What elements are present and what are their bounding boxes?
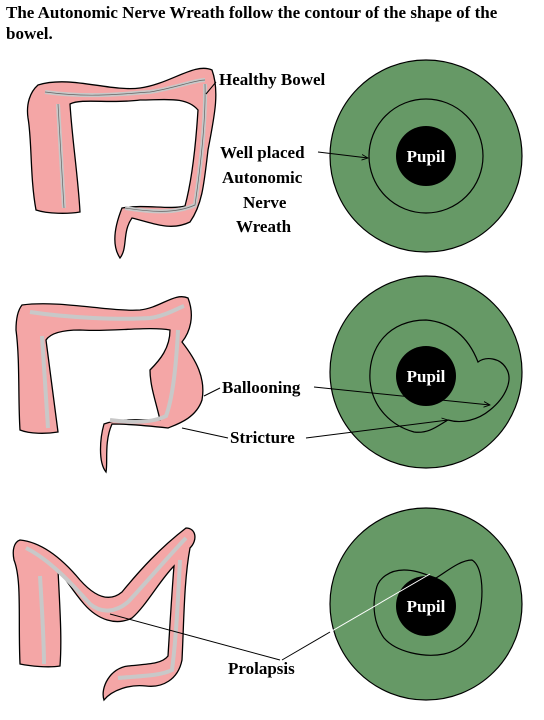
ballooning-arrow <box>313 386 490 405</box>
ballooning-pointer <box>203 387 221 397</box>
label-prolapsis: Prolapsis <box>228 659 295 678</box>
ballooning-bowel-lumen <box>29 304 185 429</box>
pupil-3 <box>396 576 456 636</box>
pupil-2 <box>396 346 456 406</box>
label-well-placed-line4: Wreath <box>236 217 292 236</box>
label-well-placed-line2: Autonomic <box>222 168 303 187</box>
nerve-wreath-3 <box>373 559 483 656</box>
prolapsis-bowel-lumen <box>25 536 188 680</box>
pupil-1 <box>396 126 456 186</box>
diagram-title: The Autonomic Nerve Wreath follow the co… <box>6 3 498 43</box>
prolapsis-bowel-body <box>12 527 196 702</box>
prolapsis-bowel-figure <box>12 527 196 702</box>
healthy-bowel-pointer <box>205 81 217 95</box>
prolapsis-arrow-outline <box>281 631 331 661</box>
ballooning-bowel-figure <box>15 296 204 474</box>
prolapsis-pointer-bowel <box>109 613 281 661</box>
stricture-arrow <box>305 420 448 439</box>
pupil-label-1: Pupil <box>407 147 446 166</box>
healthy-bowel-body <box>26 67 217 260</box>
pupil-label-2: Pupil <box>407 367 446 386</box>
healthy-bowel-figure <box>26 67 217 260</box>
eye-1: Pupil <box>329 59 523 253</box>
label-healthy-bowel: Healthy Bowel <box>219 70 326 89</box>
eye-3: Pupil <box>329 507 523 701</box>
label-well-placed-line3: Nerve <box>243 193 287 212</box>
well-placed-arrow <box>317 151 368 158</box>
stricture-pointer <box>181 427 229 439</box>
label-ballooning: Ballooning <box>222 378 301 397</box>
eye-2: Pupil <box>329 275 523 469</box>
pupil-label-3: Pupil <box>407 597 446 616</box>
nerve-wreath-2 <box>369 319 510 433</box>
label-stricture: Stricture <box>230 428 295 447</box>
label-well-placed-line1: Well placed <box>220 143 305 162</box>
